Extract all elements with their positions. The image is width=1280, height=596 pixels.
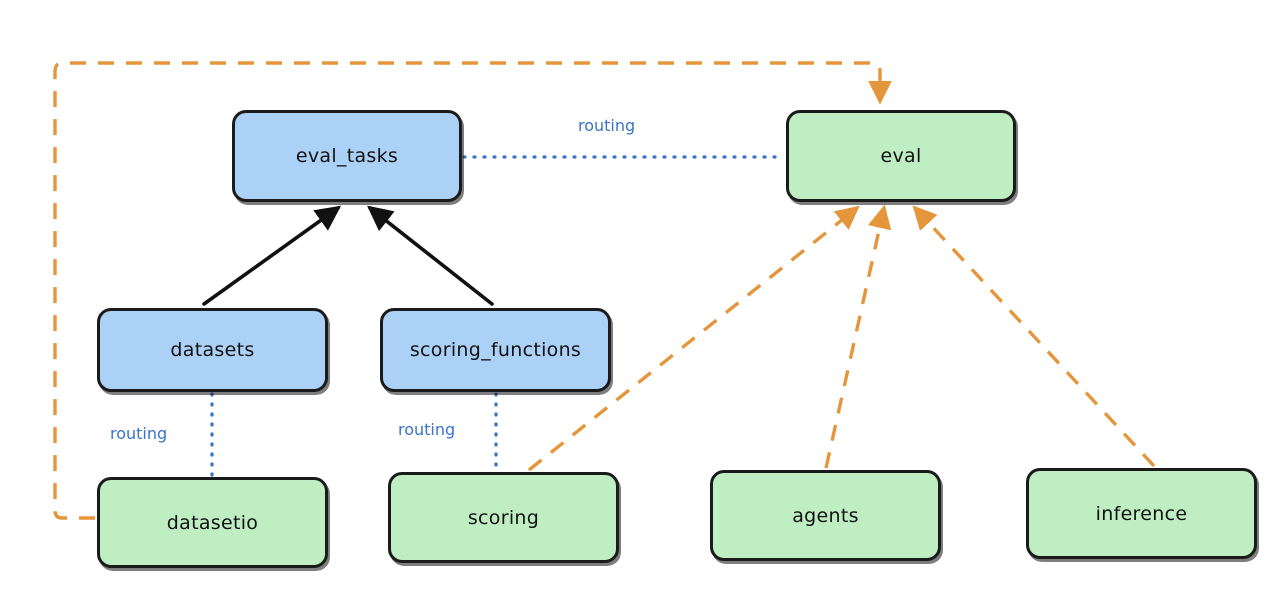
node-agents[interactable]: agents (710, 470, 941, 561)
edge-datasets-eval_tasks (202, 205, 342, 306)
edge-inference-eval (912, 205, 1156, 468)
node-label: agents (792, 504, 859, 527)
edge-scoring-eval (527, 205, 860, 472)
node-datasets[interactable]: datasets (97, 308, 328, 392)
edge-datasetio-eval (53, 61, 892, 520)
node-eval-tasks[interactable]: eval_tasks (232, 110, 462, 202)
node-label: scoring_functions (409, 339, 582, 361)
node-inference[interactable]: inference (1026, 468, 1257, 559)
node-label: inference (1095, 502, 1188, 525)
node-scoring[interactable]: scoring (388, 472, 619, 563)
edge-agents-eval (824, 204, 892, 469)
edge-label-routing-datasetio: routing (110, 424, 168, 443)
node-eval[interactable]: eval (786, 110, 1016, 202)
node-label: datasetio (166, 511, 259, 534)
node-label: eval_tasks (295, 145, 399, 167)
node-scoring-functions[interactable]: scoring_functions (380, 308, 611, 392)
edge-label-routing-eval: routing (578, 116, 636, 135)
node-label: eval (880, 145, 922, 167)
node-label: scoring (467, 506, 540, 529)
edge-scoring_functions-eval_tasks (367, 205, 494, 306)
node-label: datasets (170, 339, 255, 361)
edge-label-routing-scoring: routing (398, 420, 456, 439)
node-datasetio[interactable]: datasetio (97, 477, 328, 568)
